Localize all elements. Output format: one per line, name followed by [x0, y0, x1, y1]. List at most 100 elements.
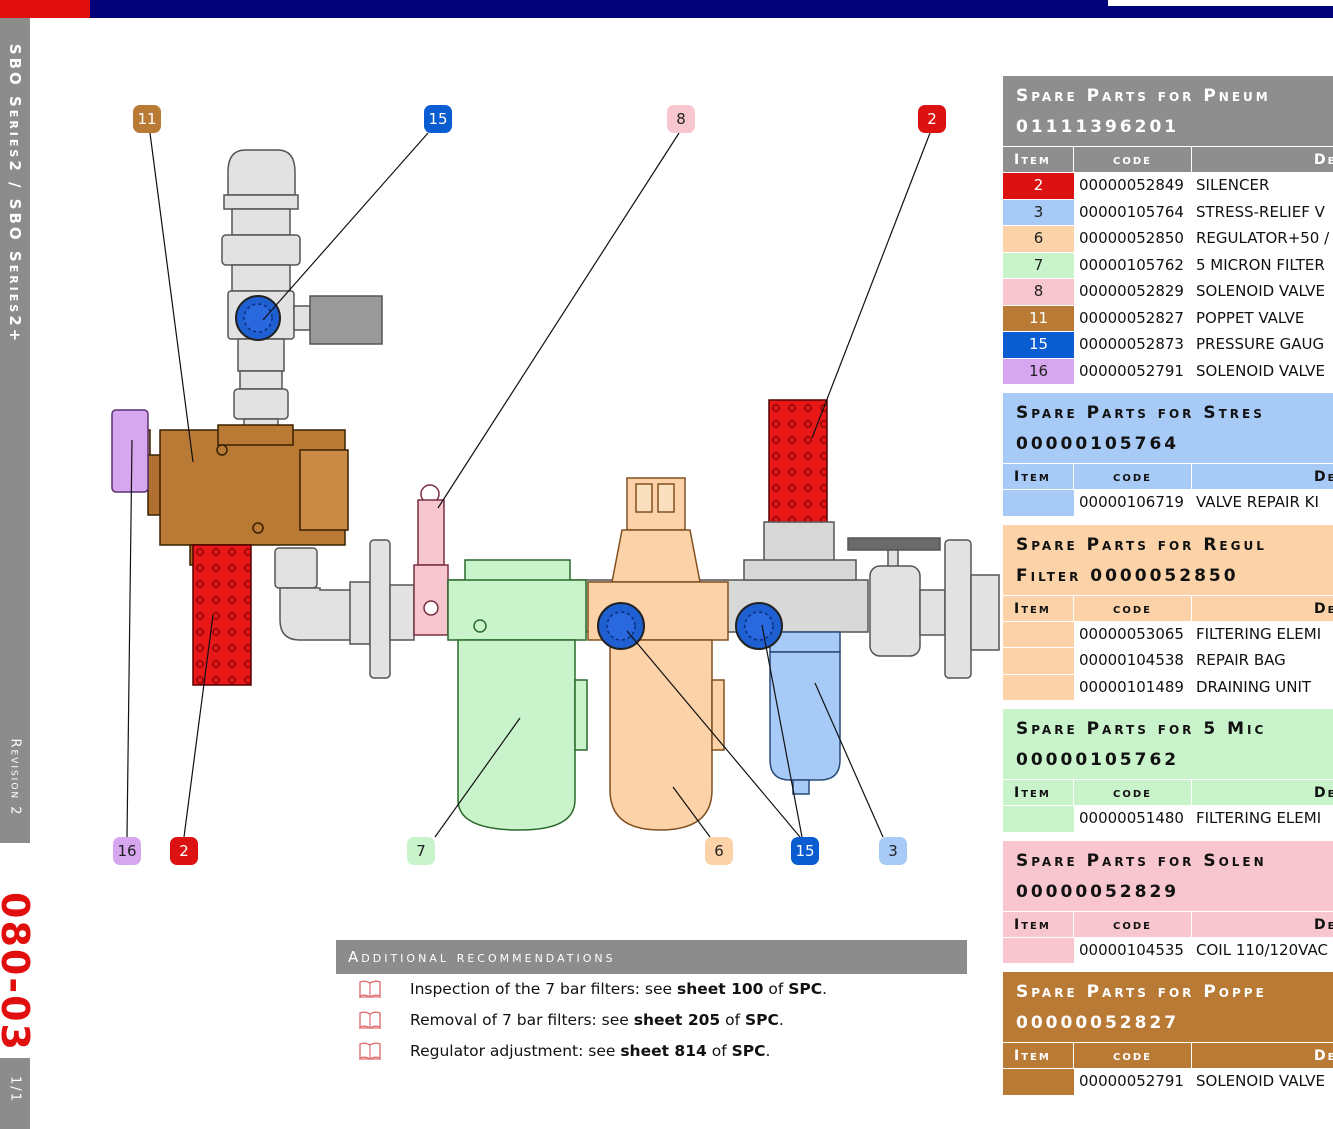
column-header-desc: De [1314, 785, 1333, 801]
row-part-code: 00000052850 [1079, 229, 1184, 247]
stress-relief-valve-3 [769, 631, 841, 795]
row-item-number: 16 [1003, 358, 1074, 384]
row-description: SOLENOID VALVE [1196, 1072, 1325, 1090]
row-description: VALVE REPAIR KI [1196, 493, 1319, 511]
column-header-code: code [1074, 595, 1192, 621]
recommendation-sheet[interactable]: sheet 205 [633, 1011, 721, 1029]
row-description: SILENCER [1196, 176, 1270, 194]
parts-table-code: 00000052827 [1003, 1007, 1333, 1042]
row-part-code: 00000105762 [1079, 255, 1184, 274]
recommendation-mid: of [720, 1011, 745, 1029]
row-description: POPPET VALVE [1196, 308, 1305, 327]
recommendation-pre: Removal of 7 bar filters: see [410, 1011, 634, 1029]
upper-elbow-fitting [221, 149, 383, 430]
row-part-code: 00000101489 [1079, 677, 1184, 696]
recommendation-ref[interactable]: SPC [788, 980, 823, 998]
column-header-item: Item [1003, 1043, 1074, 1068]
parts-table-header: ItemcodeDe [1003, 463, 1333, 489]
row-part-code: 00000052827 [1079, 308, 1184, 327]
column-header-code: code [1074, 464, 1192, 489]
row-description: DRAINING UNIT [1196, 677, 1312, 696]
recommendation-item: Removal of 7 bar filters: see sheet 205 … [336, 1005, 967, 1036]
row-description: PRESSURE GAUG [1196, 335, 1325, 353]
callout-6-badge: 6 [705, 837, 733, 865]
recommendation-post: . [765, 1042, 771, 1060]
row-description: REPAIR BAG [1196, 651, 1286, 669]
row-part-code: 00000053065 [1079, 624, 1184, 643]
row-description: 5 MICRON FILTER [1196, 255, 1325, 274]
row-item-number [1003, 621, 1074, 647]
poppet-valve [129, 424, 349, 566]
header-red-bar [0, 0, 90, 18]
sheet-number-box [0, 843, 30, 1058]
row-item-number: 7 [1003, 252, 1074, 278]
recommendation-ref[interactable]: SPC [745, 1011, 779, 1029]
column-header-item: Item [1003, 780, 1074, 805]
row-part-code: 00000104535 [1079, 940, 1184, 959]
table-row: 00000053065 FILTERING ELEMI [1003, 620, 1333, 647]
micron-filter-7 [447, 559, 588, 831]
row-item-number: 2 [1003, 173, 1074, 199]
parts-table-code: 00000105764 [1003, 428, 1333, 463]
pneumatic-assembly-diagram [111, 149, 1000, 831]
column-header-desc: De [1314, 600, 1333, 617]
row-description: REGULATOR+50 / [1196, 229, 1330, 247]
recommendation-sheet[interactable]: sheet 100 [677, 980, 764, 998]
row-part-code: 00000052829 [1079, 282, 1184, 300]
table-row: 11 00000052827 POPPET VALVE [1003, 304, 1333, 331]
row-part-code: 00000105764 [1079, 202, 1184, 221]
parts-table-header: ItemcodeDe [1003, 910, 1333, 937]
header-navy-bar [90, 0, 1333, 18]
manifold-gauge-left [597, 602, 645, 650]
recommendation-sheet[interactable]: sheet 814 [620, 1042, 707, 1060]
row-part-code: 00000052791 [1079, 1072, 1184, 1090]
row-item-number: 15 [1003, 332, 1074, 358]
row-part-code: 00000052849 [1079, 176, 1184, 194]
row-item-number: 11 [1003, 305, 1074, 331]
table-row: 00000106719 VALVE REPAIR KI [1003, 489, 1333, 516]
recommendation-item: Inspection of the 7 bar filters: see she… [336, 974, 967, 1005]
parts-table-title: Spare Parts for Solen [1003, 840, 1333, 876]
sheet-number: 080-03 [0, 892, 37, 1052]
parts-table-title: Spare Parts for 5 Mic [1003, 709, 1333, 744]
callout-7-badge: 7 [407, 837, 435, 865]
row-part-code: 00000104538 [1079, 651, 1184, 669]
row-description: FILTERING ELEMI [1196, 624, 1322, 643]
solenoid-valve-8 [413, 484, 449, 636]
left-elbow-fitting [274, 539, 415, 679]
book-icon [358, 979, 382, 1010]
column-header-code: code [1074, 780, 1192, 805]
row-item-number: 6 [1003, 226, 1074, 252]
row-item-number: 8 [1003, 279, 1074, 305]
page-number: 1/1 [7, 1076, 23, 1103]
header-white-strip [1108, 0, 1333, 6]
table-row: 00000101489 DRAINING UNIT [1003, 673, 1333, 700]
column-header-desc: De [1314, 1048, 1333, 1064]
row-part-code: 00000106719 [1079, 493, 1184, 511]
right-ball-valve [847, 537, 1000, 679]
parts-table-title: Spare Parts for Pneum [1003, 76, 1333, 111]
recommendation-ref[interactable]: SPC [731, 1042, 766, 1060]
callout-11-badge: 11 [133, 105, 161, 133]
column-header-desc: De [1314, 916, 1333, 933]
table-row: 2 00000052849 SILENCER [1003, 172, 1333, 199]
row-description: FILTERING ELEMI [1196, 809, 1322, 827]
callout-15-badge: 15 [791, 837, 819, 865]
parts-table-title: Spare Parts for Regul [1003, 524, 1333, 560]
table-row: 7 00000105762 5 MICRON FILTER [1003, 251, 1333, 278]
right-silencer [743, 399, 857, 581]
recommendations-title: Additional recommendations [336, 940, 967, 974]
parts-table-code: 01111396201 [1003, 111, 1333, 146]
row-item-number [1003, 806, 1074, 832]
column-header-item: Item [1003, 464, 1074, 489]
row-item-number [1003, 1069, 1074, 1095]
book-icon [358, 1010, 382, 1041]
row-description: SOLENOID VALVE [1196, 361, 1325, 380]
parts-table-header: ItemcodeDe [1003, 146, 1333, 172]
